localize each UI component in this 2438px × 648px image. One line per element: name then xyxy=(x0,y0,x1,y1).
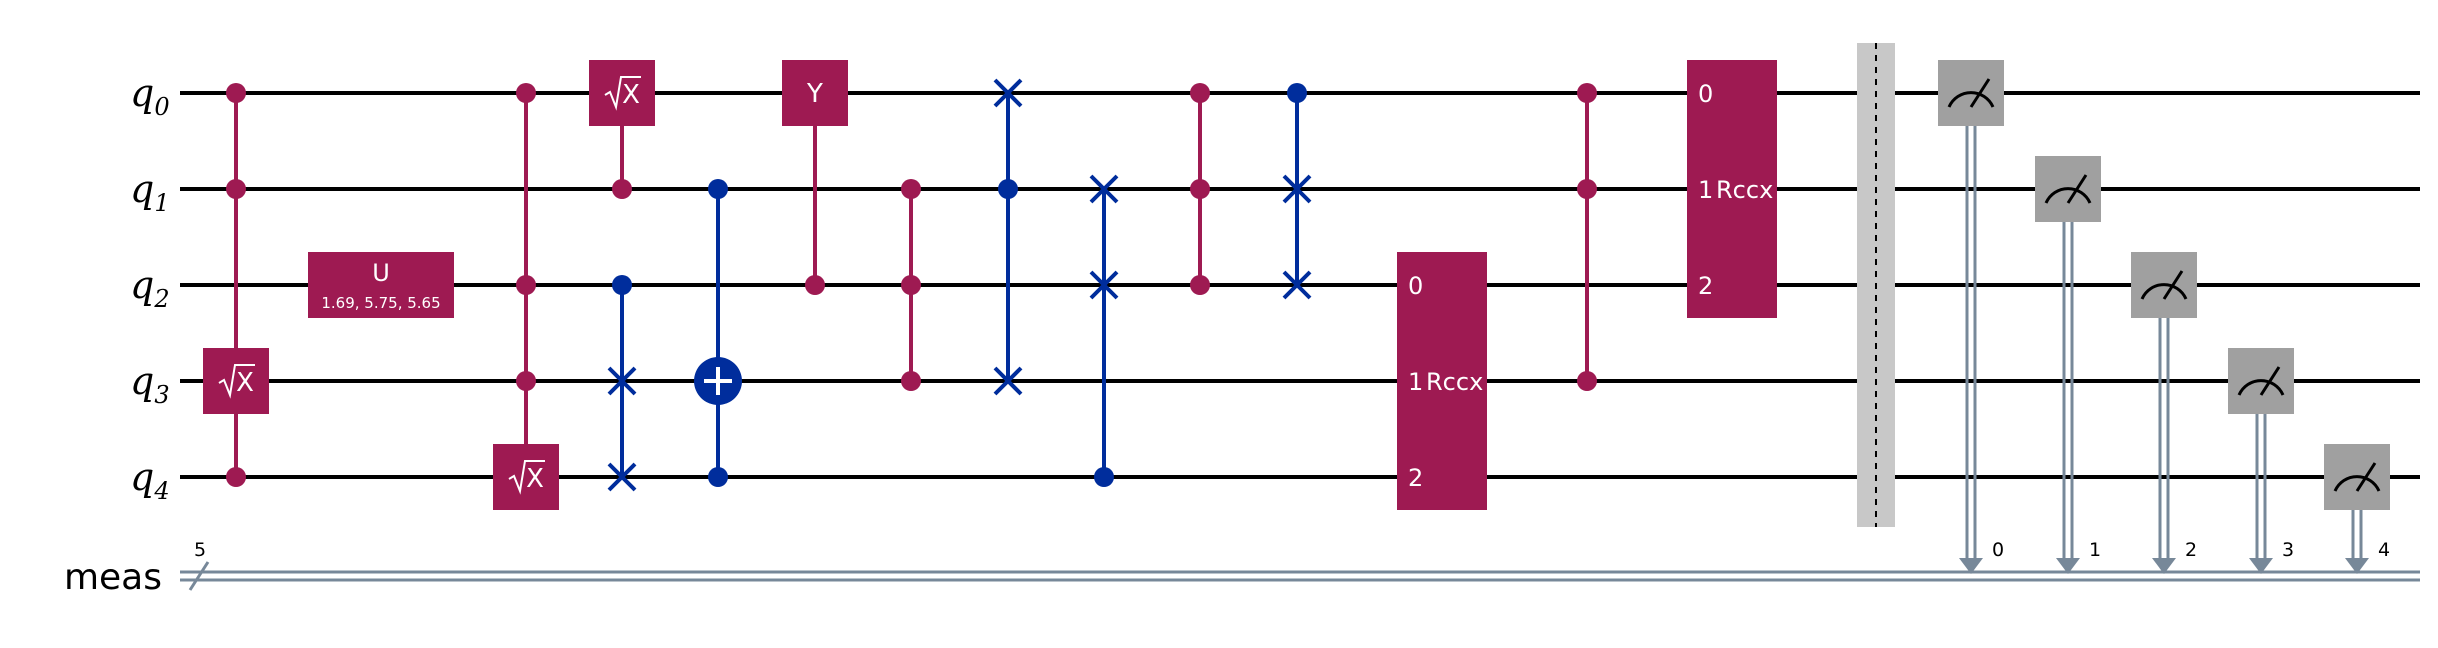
meter-arc-23 xyxy=(2237,379,2285,396)
measure-arrow-23 xyxy=(2249,558,2273,574)
rccx-label-16: Rccx xyxy=(1426,368,1483,396)
control-dot-0-q0 xyxy=(226,83,246,103)
classical-register-label: meas xyxy=(64,557,162,598)
measure-arrow-24 xyxy=(2345,558,2369,574)
gate-label-4: X xyxy=(526,464,544,494)
control-dot-14-q2 xyxy=(1190,275,1210,295)
gate-label-2: U xyxy=(372,259,390,287)
control-dot-3-q3 xyxy=(516,371,536,391)
meter-needle-23 xyxy=(2259,366,2281,396)
measure-bit-label-22: 2 xyxy=(2185,539,2197,561)
gate-label-10: Y xyxy=(806,79,823,109)
meter-arc-21 xyxy=(2044,187,2092,204)
gate-label-6: X xyxy=(622,80,640,110)
sqrt-radical-6 xyxy=(604,76,641,111)
swap-cross-13-q2 xyxy=(1089,270,1119,300)
register-size-slash xyxy=(188,561,210,591)
cswap-control-7 xyxy=(612,275,632,295)
gate-box-6 xyxy=(589,60,655,126)
cx-plus-8 xyxy=(704,367,732,395)
rccx-port-18-0: 0 xyxy=(1698,80,1713,108)
control-dot-14-q0 xyxy=(1190,83,1210,103)
cswap-control-13 xyxy=(1094,467,1114,487)
gate-params-2: 1.69, 5.75, 5.65 xyxy=(321,294,440,312)
sqrt-radical-4 xyxy=(508,460,545,495)
meter-needle-24 xyxy=(2355,462,2377,492)
swap-cross-12-q3 xyxy=(993,366,1023,396)
cswap-control-15 xyxy=(1287,83,1307,103)
cx-control-8-q1 xyxy=(708,179,728,199)
rccx-box-16 xyxy=(1397,252,1487,510)
gate-label-1: X xyxy=(236,368,254,398)
qubit-label-q0: q0 xyxy=(130,71,170,121)
measure-arrow-20 xyxy=(1959,558,1983,574)
rccx-port-18-2: 2 xyxy=(1698,272,1713,300)
swap-cross-7-q4 xyxy=(607,462,637,492)
swap-cross-15-q2 xyxy=(1282,270,1312,300)
meter-arc-20 xyxy=(1947,91,1995,108)
qubit-label-q3: q3 xyxy=(130,359,170,409)
rccx-port-18-1: 1 xyxy=(1698,176,1713,204)
control-dot-11-q1 xyxy=(901,179,921,199)
rccx-port-16-1: 1 xyxy=(1408,368,1423,396)
measure-bit-label-21: 1 xyxy=(2089,539,2101,561)
measure-bit-label-23: 3 xyxy=(2282,539,2294,561)
control-dot-17-q3 xyxy=(1577,371,1597,391)
qubit-label-q1: q1 xyxy=(130,167,170,217)
rccx-port-16-0: 0 xyxy=(1408,272,1423,300)
measure-bit-label-20: 0 xyxy=(1992,539,2004,561)
swap-cross-12-q0 xyxy=(993,78,1023,108)
qubit-label-q2: q2 xyxy=(130,263,170,313)
control-dot-3-q2 xyxy=(516,275,536,295)
swap-cross-7-q3 xyxy=(607,366,637,396)
meter-needle-21 xyxy=(2066,174,2088,204)
cswap-control-12 xyxy=(998,179,1018,199)
meter-needle-22 xyxy=(2162,270,2184,300)
control-dot-17-q0 xyxy=(1577,83,1597,103)
sqrt-radical-1 xyxy=(218,364,255,399)
gate-box-1 xyxy=(203,348,269,414)
control-dot-14-q1 xyxy=(1190,179,1210,199)
control-dot-3-q0 xyxy=(516,83,536,103)
rccx-label-18: Rccx xyxy=(1716,176,1773,204)
control-dot-11-q2 xyxy=(901,275,921,295)
measure-bit-label-24: 4 xyxy=(2378,539,2390,561)
meter-arc-22 xyxy=(2140,283,2188,300)
swap-cross-13-q1 xyxy=(1089,174,1119,204)
meter-needle-20 xyxy=(1969,78,1991,108)
control-dot-5-q1 xyxy=(612,179,632,199)
qubit-label-q4: q4 xyxy=(130,455,170,505)
gate-box-2 xyxy=(308,252,454,318)
meter-arc-24 xyxy=(2333,475,2381,492)
control-dot-9-q2 xyxy=(805,275,825,295)
register-size: 5 xyxy=(194,539,206,561)
cx-control-8-q4 xyxy=(708,467,728,487)
rccx-box-18 xyxy=(1687,60,1777,318)
measure-arrow-21 xyxy=(2056,558,2080,574)
control-dot-0-q4 xyxy=(226,467,246,487)
gate-box-4 xyxy=(493,444,559,510)
control-dot-11-q3 xyxy=(901,371,921,391)
control-dot-17-q1 xyxy=(1577,179,1597,199)
swap-cross-15-q1 xyxy=(1282,174,1312,204)
rccx-port-16-2: 2 xyxy=(1408,464,1423,492)
control-dot-0-q1 xyxy=(226,179,246,199)
measure-arrow-22 xyxy=(2152,558,2176,574)
gate-box-10 xyxy=(782,60,848,126)
